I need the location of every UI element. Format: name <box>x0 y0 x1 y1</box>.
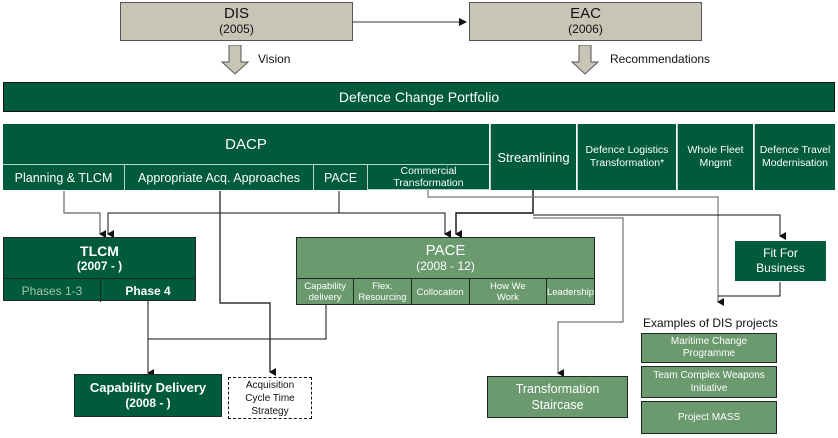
dacp-item-pace: PACE <box>314 165 368 190</box>
ffb-to-dis-projects-line <box>718 282 781 297</box>
pace-item-capability-delivery: Capability delivery <box>297 279 355 305</box>
dis-box: DIS (2005) <box>120 2 353 41</box>
recommendations-arrow-icon <box>570 44 600 75</box>
dis-title: DIS <box>223 5 249 22</box>
acq-to-acquisition-cycle-line <box>219 191 276 376</box>
transformation-staircase-box: Transformation Staircase <box>487 376 628 418</box>
dacp-item-commercial-transformation: Commercial Transformation <box>368 165 489 190</box>
portfolio-title: Defence Change Portfolio <box>338 89 500 105</box>
fit-for-business-box: Fit For Business <box>735 241 826 281</box>
planning-to-tlcm-line <box>63 191 106 238</box>
dis-project-team-complex-weapons: Team Complex Weapons Initiative <box>641 366 777 398</box>
capability-delivery-box: Capability Delivery (2008 - ) <box>74 374 222 417</box>
capability-delivery-title: Capability Delivery <box>89 380 207 395</box>
pace-years: (2008 - 12) <box>416 258 475 273</box>
dacp-item-planning-tlcm: Planning & TLCM <box>3 165 125 190</box>
streamlining-to-pace-line <box>455 188 534 238</box>
streamlining-to-staircase-line <box>533 217 624 377</box>
programme-streamlining: Streamlining <box>490 124 576 190</box>
programme-defence-travel: Defence Travel Modernisation <box>754 124 835 190</box>
pace-block: PACE (2008 - 12) Capability delivery Fle… <box>296 237 595 305</box>
tlcm-phase-4: Phase 4 <box>125 283 171 298</box>
tlcm-years: (2007 - ) <box>76 258 123 273</box>
streamlining-to-ffb-line <box>533 214 786 240</box>
vision-label: Vision <box>258 52 291 66</box>
acquisition-cycle-time-strategy-box: Acquisition Cycle Time Strategy <box>228 377 312 419</box>
defence-change-portfolio-bar: Defence Change Portfolio <box>3 82 835 112</box>
programme-whole-fleet: Whole Fleet Mngmt <box>677 124 753 190</box>
dacp-title: DACP <box>3 124 489 165</box>
pace-item-how-we-work: How We Work <box>470 279 547 305</box>
dacp-item-appropriate-acq: Appropriate Acq. Approaches <box>125 165 314 190</box>
dis-year: (2005) <box>219 22 254 36</box>
pace-item-leadership: Leadership <box>546 286 594 298</box>
programme-defence-logistics: Defence Logistics Transformation* <box>577 124 676 190</box>
dacp-block: DACP Planning & TLCM Appropriate Acq. Ap… <box>3 124 489 190</box>
eac-title: EAC <box>570 5 601 22</box>
pace-to-tlcm-line <box>107 191 340 238</box>
dis-projects-heading: Examples of DIS projects <box>643 316 778 330</box>
commercial-to-dis-projects-line <box>427 190 724 306</box>
dis-project-maritime-change: Maritime Change Programme <box>641 333 777 363</box>
dis-project-mass: Project MASS <box>641 401 777 434</box>
tlcm-phases-1-3: Phases 1-3 <box>4 279 101 302</box>
pace-item-flex-resourcing: Flex. Resourcing <box>354 279 412 305</box>
tlcm-title: TLCM <box>80 242 119 259</box>
pace-to-pace-line-1 <box>339 212 451 238</box>
eac-year: (2006) <box>568 22 603 36</box>
pace-item-collocation: Collocation <box>412 279 470 305</box>
eac-box: EAC (2006) <box>469 2 702 41</box>
tlcm-block: TLCM (2007 - ) Phases 1-3 Phase 4 <box>3 237 196 302</box>
vision-arrow-icon <box>220 44 250 75</box>
pace-title: PACE <box>425 241 466 259</box>
pace-capability-to-capability-line <box>148 305 327 340</box>
capability-delivery-years: (2008 - ) <box>125 396 171 410</box>
recommendations-label: Recommendations <box>610 52 711 66</box>
